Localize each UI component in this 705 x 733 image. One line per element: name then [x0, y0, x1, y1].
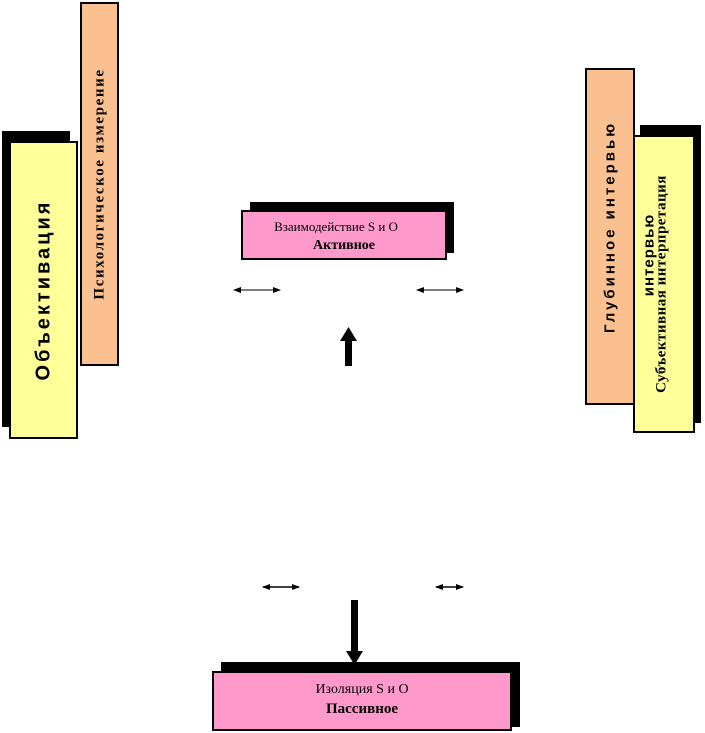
active-node: Взаимодействие S и О Активное	[241, 210, 447, 260]
depth-interview-box: Глубинное интервью	[585, 68, 635, 405]
psychological-measurement-box: Психологическое измерение	[80, 2, 119, 366]
active-node-line1: Взаимодействие S и О	[274, 219, 398, 234]
subjective-interpretation-box: интервью Субъективная интерпретация	[633, 135, 695, 433]
active-node-line2: Активное	[313, 238, 375, 253]
objectivation-box: Объективация	[9, 141, 78, 439]
passive-node: Изоляция S и О Пассивное	[212, 671, 512, 731]
passive-node-line2: Пассивное	[325, 701, 399, 717]
down-arrow	[346, 600, 363, 665]
passive-node-line1: Изоляция S и О	[315, 682, 409, 697]
up-arrow	[340, 327, 357, 366]
